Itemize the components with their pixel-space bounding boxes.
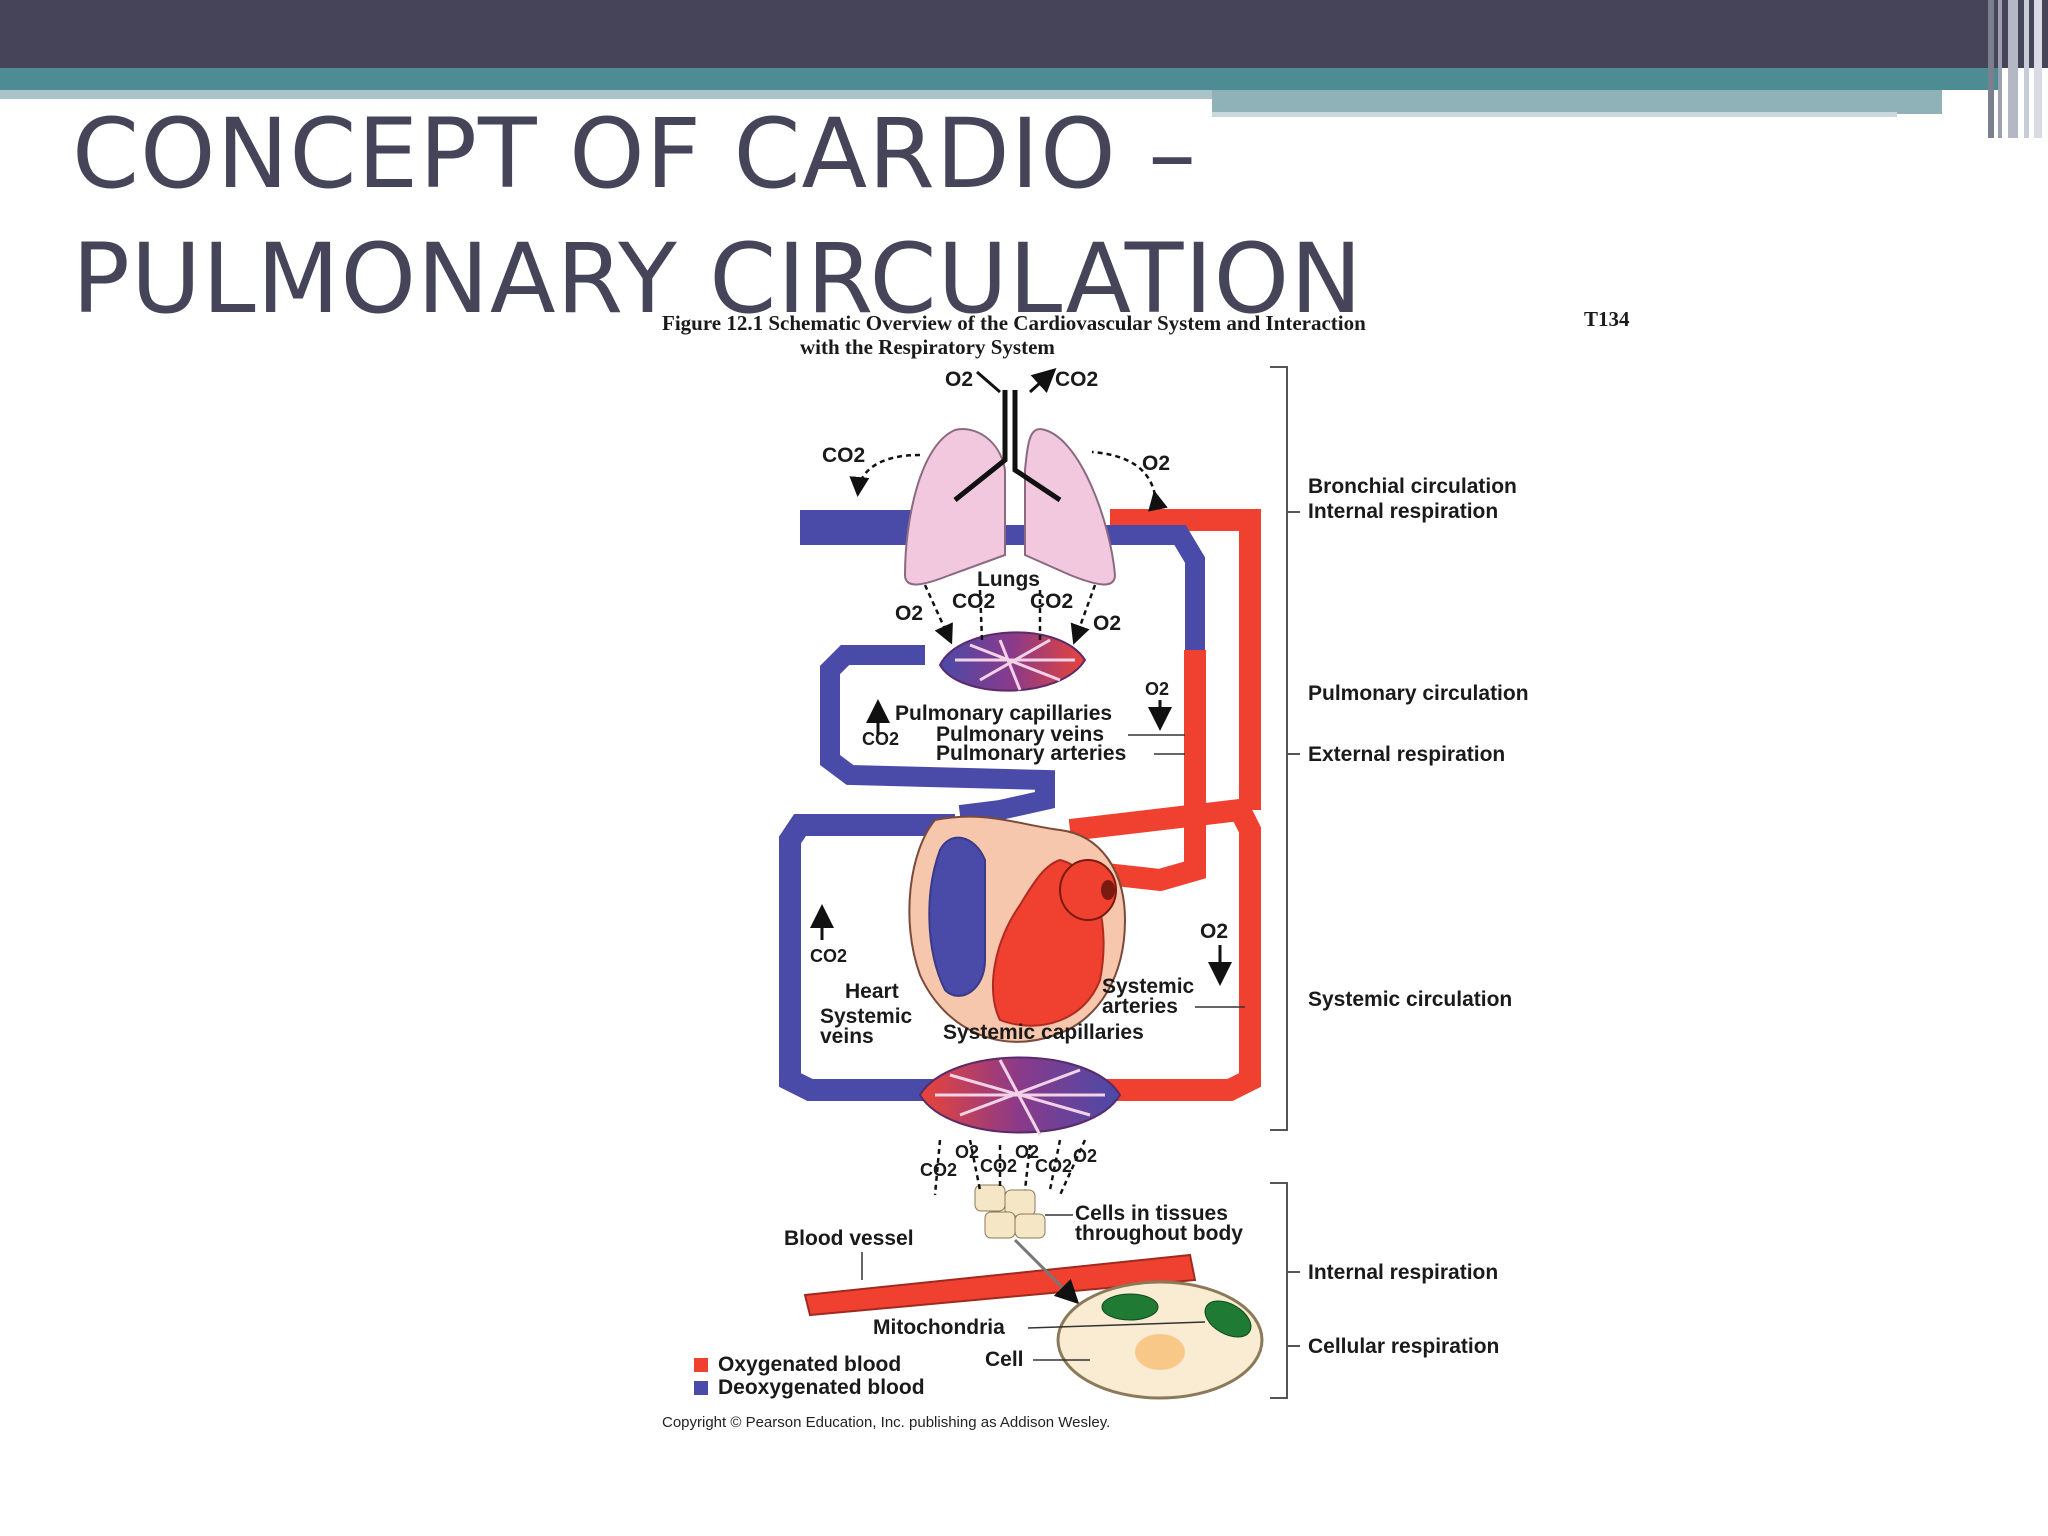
mitochondria-label: Mitochondria (873, 1316, 1005, 1339)
corner-stripe (2034, 0, 2042, 138)
systemic-capillaries (918, 1056, 1122, 1136)
legend-swatch-oxygenated (694, 1358, 708, 1372)
systemic-arteries-label: arteries (1102, 995, 1178, 1018)
cell (1056, 1280, 1264, 1400)
header-band-line (1212, 112, 1897, 117)
co2-label: CO2 (1055, 368, 1098, 391)
header-band-light (0, 90, 1212, 99)
pulmonary-capillaries (938, 631, 1087, 692)
co2-label: CO2 (980, 1156, 1017, 1176)
bracket-lines (1270, 366, 1300, 1399)
legend-swatch-deoxygenated (694, 1381, 708, 1395)
tissue-cells (974, 1184, 1046, 1239)
co2-label: CO2 (862, 729, 899, 749)
co2-label: CO2 (1030, 590, 1073, 613)
copyright-text: Copyright © Pearson Education, Inc. publ… (662, 1414, 1110, 1431)
systemic-veins-label: Systemic (820, 1005, 913, 1028)
cell-label: Cell (985, 1348, 1024, 1371)
gas-labels: O2 CO2 CO2 O2 O2 CO2 CO2 O2 O2 CO2 CO2 O… (810, 368, 1228, 1180)
cells-label: throughout body (1075, 1222, 1243, 1245)
zoom-arrow (1013, 1238, 1080, 1305)
systemic-circulation-label: Systemic circulation (1308, 988, 1512, 1011)
corner-stripe (1998, 0, 2002, 138)
lungs (903, 390, 1117, 586)
o2-label: O2 (1073, 1146, 1097, 1166)
o2-label: O2 (1145, 679, 1169, 699)
o2-label: O2 (895, 602, 923, 625)
corner-stripe (2024, 0, 2029, 138)
legend-oxygenated-label: Oxygenated blood (718, 1353, 901, 1376)
o2-label: O2 (1200, 920, 1228, 943)
circulation-diagram: Figure 12.1 Schematic Overview of the Ca… (662, 307, 1630, 1431)
internal-respiration-bottom-label: Internal respiration (1308, 1261, 1498, 1284)
solid-gas-arrows (810, 367, 1232, 986)
cells-label: Cells in tissues (1075, 1202, 1228, 1225)
legend: Oxygenated blood Deoxygenated blood (694, 1353, 925, 1399)
bronchial-circulation-label: Bronchial circulation (1308, 475, 1517, 498)
systemic-capillaries-label: Systemic capillaries (943, 1021, 1144, 1044)
co2-label: CO2 (810, 946, 847, 966)
figure-code: T134 (1584, 307, 1630, 331)
external-respiration-label: External respiration (1308, 743, 1505, 766)
pulmonary-circulation-label: Pulmonary circulation (1308, 682, 1529, 705)
o2-label: O2 (1093, 612, 1121, 635)
pulmonary-veins-label: Pulmonary veins (936, 723, 1104, 746)
figure-caption-line1: Figure 12.1 Schematic Overview of the Ca… (662, 311, 1366, 335)
o2-label: O2 (955, 1142, 979, 1162)
blood-vessel (803, 1253, 1197, 1317)
header-band (0, 68, 2000, 90)
o2-label: O2 (945, 368, 973, 391)
pulmonary-arteries-label: Pulmonary arteries (936, 742, 1126, 765)
heart (908, 815, 1127, 1043)
gas-exchange-arrows (849, 450, 1168, 1196)
corner-stripe (1988, 0, 1994, 138)
header-band-light-right (1212, 90, 1942, 114)
pulmonary-capillaries-label: Pulmonary capillaries (895, 702, 1112, 725)
heart-label: Heart (845, 980, 899, 1003)
systemic-arteries-label: Systemic (1102, 975, 1195, 998)
blood-vessel-label: Blood vessel (784, 1227, 914, 1250)
leader-line (1027, 1321, 1206, 1329)
co2-label: CO2 (822, 444, 865, 467)
co2-label: CO2 (920, 1160, 957, 1180)
lungs-label: Lungs (977, 568, 1040, 591)
figure-caption-line2: with the Respiratory System (800, 335, 1055, 359)
o2-label: O2 (1142, 452, 1170, 475)
circulation-figure: Figure 12.1 Schematic Overview of the Ca… (640, 290, 1700, 1450)
o2-label: O2 (1015, 1142, 1039, 1162)
cellular-respiration-label: Cellular respiration (1308, 1335, 1499, 1358)
top-banner (0, 0, 2048, 68)
systemic-veins-label: veins (820, 1025, 874, 1048)
co2-label: CO2 (1035, 1156, 1072, 1176)
corner-stripe (2008, 0, 2018, 138)
internal-respiration-label: Internal respiration (1308, 500, 1498, 523)
slide-title: CONCEPT OF CARDIO – PULMONARY CIRCULATIO… (72, 98, 1364, 335)
systemic-vessel-loop (779, 798, 1261, 1101)
co2-label: CO2 (952, 590, 995, 613)
legend-deoxygenated-label: Deoxygenated blood (718, 1376, 925, 1399)
